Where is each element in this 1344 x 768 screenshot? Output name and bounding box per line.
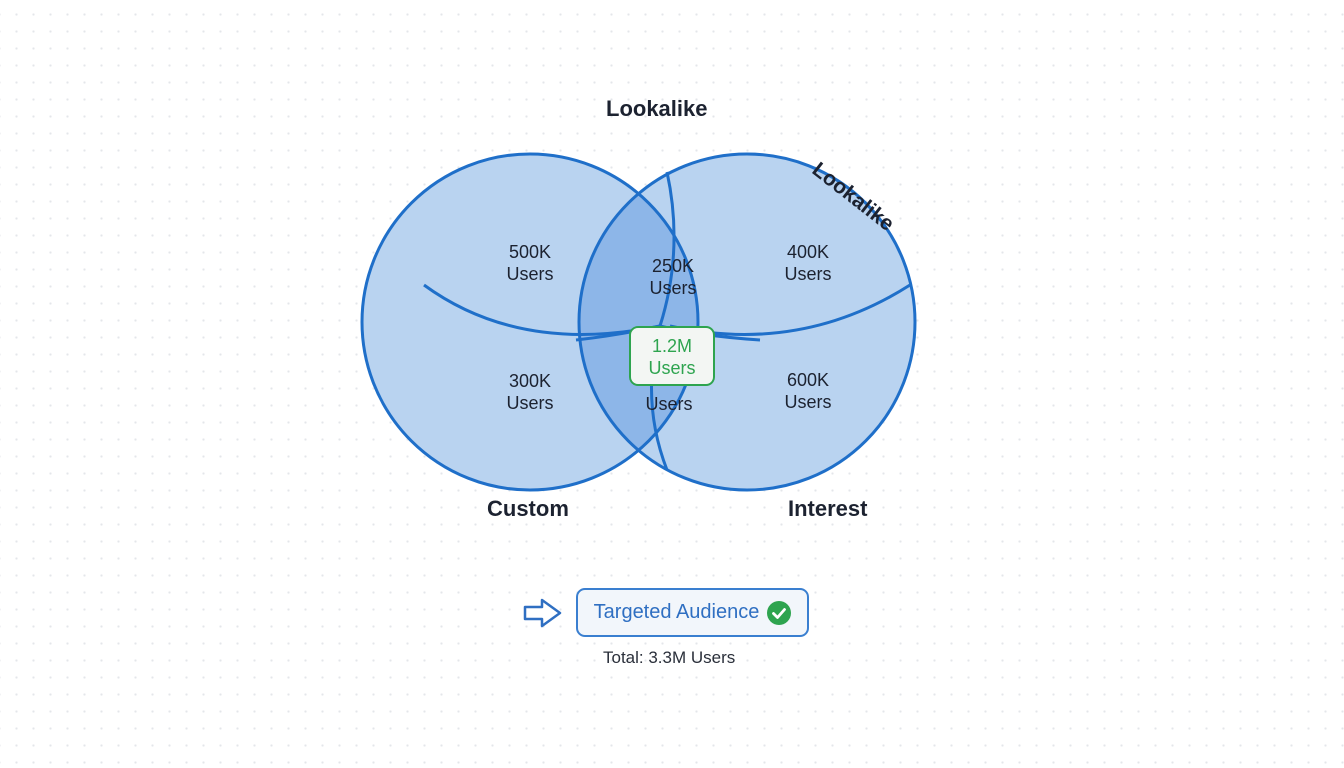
region-value: 600K: [786, 370, 830, 390]
region-custom-upper: 500K Users: [480, 241, 580, 285]
region-center-lower: Users: [619, 371, 719, 415]
region-unit: Users: [784, 392, 832, 412]
divider-vertical-upper: [658, 171, 676, 327]
set-label-lookalike: Lookalike: [606, 96, 708, 121]
region-value: 300K: [508, 371, 552, 391]
region-unit: Users: [649, 278, 697, 298]
region-value: 250K: [651, 256, 695, 276]
highlight-unit: Users: [648, 358, 696, 378]
total-users-text: Total: 3.3M Users: [603, 648, 736, 667]
set-label-interest: Interest: [788, 496, 868, 521]
highlight-value: 1.2M: [651, 336, 693, 356]
region-value: 400K: [786, 242, 830, 262]
check-circle-icon: [767, 600, 792, 625]
region-unit: Users: [506, 264, 554, 284]
right-arrow-icon: [523, 598, 562, 628]
region-interest-upper: 400K Users: [758, 241, 858, 285]
region-unit: Users: [506, 393, 554, 413]
overlap-lens: [579, 154, 698, 490]
region-unit: Users: [784, 264, 832, 284]
region-interest-lower: 600K Users: [758, 369, 858, 413]
region-custom-lower: 300K Users: [480, 370, 580, 414]
targeted-audience-button[interactable]: Targeted Audience: [576, 588, 809, 637]
region-center-upper: 250K Users: [623, 255, 723, 299]
region-unit: Users: [645, 394, 693, 414]
region-value: 500K: [508, 242, 552, 262]
targeted-audience-label: Targeted Audience: [593, 601, 760, 623]
highlight-total-badge: 1.2M Users: [629, 326, 715, 386]
set-label-custom: Custom: [487, 496, 569, 521]
